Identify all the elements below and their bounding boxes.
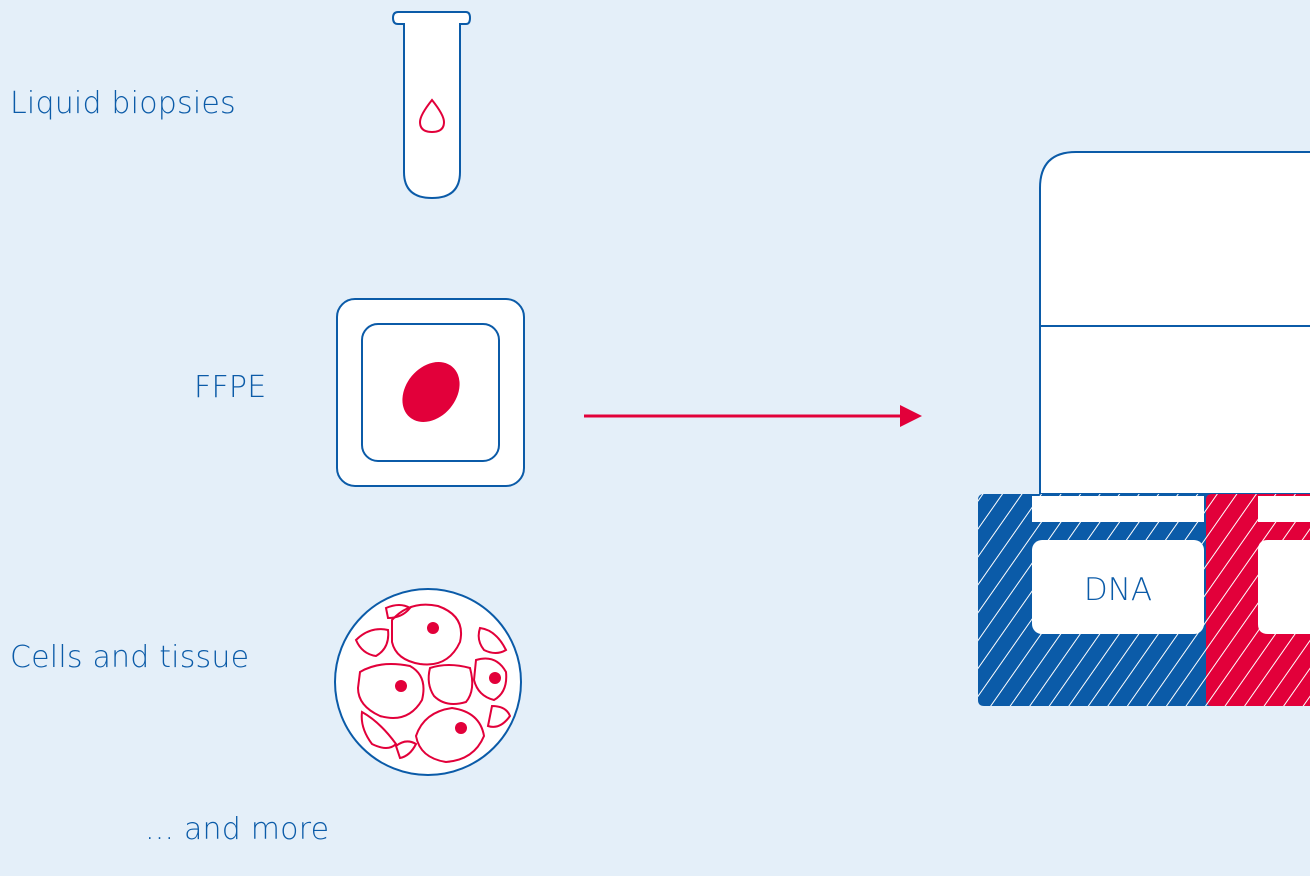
dna-label: DNA [1084,572,1152,608]
liquid-biopsies-label: Liquid biopsies [10,86,236,121]
dna-tube-block: DNA [978,494,1212,706]
ffpe-label: FFPE [194,370,267,405]
arrow-right-icon [584,405,922,427]
kit-box-icon: DNA [978,151,1310,706]
cells-and-tissue-label: Cells and tissue [10,640,250,675]
red-tube-block [1206,494,1310,706]
cell-tissue-icon [334,588,522,776]
and-more-label: ... and more [145,812,330,847]
test-tube-drop-icon [391,11,472,200]
slide-sample-icon [336,298,525,487]
